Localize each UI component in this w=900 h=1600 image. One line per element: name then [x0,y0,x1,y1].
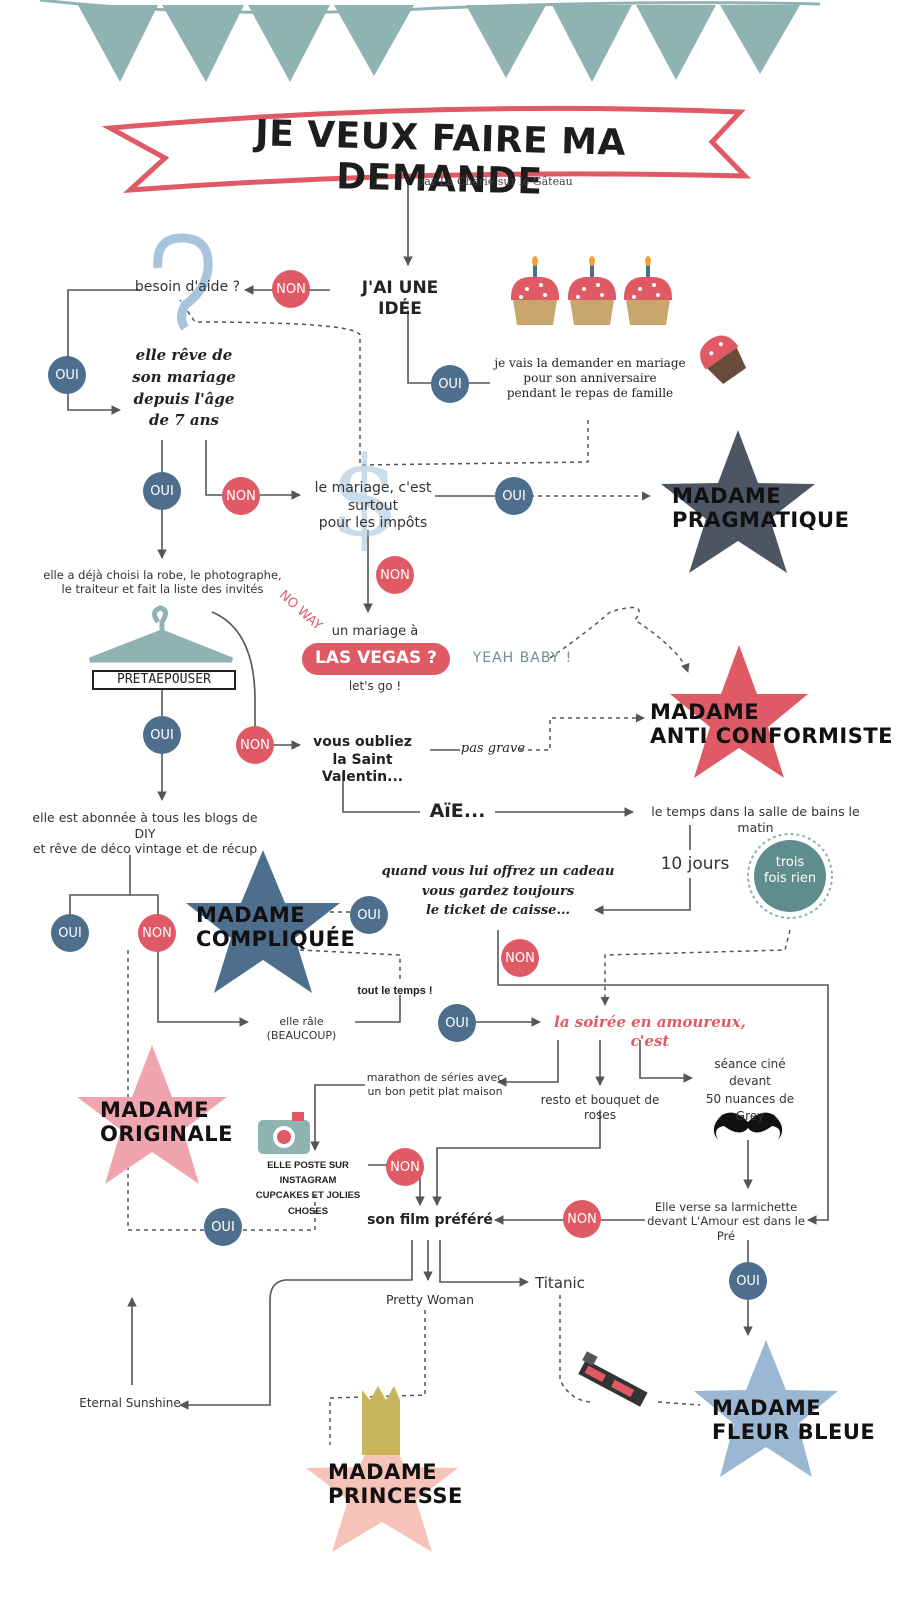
node-soiree: la soirée en amoureux, c'est [554,1013,746,1050]
star-originale [77,1045,227,1184]
cupcake-icon [510,256,747,385]
node-anniversaire: je vais la demander en mariage pour son … [494,356,686,400]
las-vegas-pill [302,643,450,675]
node-film-prefere: son film préféré [367,1212,493,1228]
bunting-flags [39,0,821,82]
oui-pill: OUI [143,472,181,510]
non-pill: NON [376,556,414,594]
camera-icon [258,1112,310,1154]
star-princesse [306,1418,458,1552]
dashed-lines [127,299,791,1445]
question-mark-icon [153,233,213,331]
non-pill: NON [236,726,274,764]
node-seance: séance ciné devant 50 nuances de Grey [705,1057,795,1124]
node-salle-de-bains: le temps dans la salle de bains le matin [651,804,860,835]
star-compliquee [186,850,340,993]
node-las-vegas: LAS VEGAS ? [314,648,438,668]
star-label-originale: MADAME ORIGINALE [100,1098,233,1147]
node-trois-fois-rien: trois fois rien [763,855,817,887]
node-besoin-aide: besoin d'aide ? [134,279,241,295]
star-fleur-bleue [694,1340,838,1477]
oui-pill: OUI [431,365,469,403]
dollar-icon: $ [330,433,400,561]
star-anti-conformiste [670,645,808,778]
node-mariage-a: un mariage à [331,624,419,639]
node-blogs: elle est abonnée à tous les blogs de DIY… [32,810,258,857]
node-resto: resto et bouquet de roses [540,1093,660,1122]
non-pill: NON [138,914,176,952]
title-ribbon [101,105,752,194]
node-instagram: ELLE POSTE SUR INSTAGRAM CUPCAKES ET JOL… [255,1160,361,1217]
star-label-princesse: MADAME PRINCESSE [328,1460,463,1509]
node-saint-valentin: vous oubliez la Saint Valentin... [313,734,412,785]
oui-pill: OUI [495,477,533,515]
oui-pill: OUI [438,1004,476,1042]
non-pill: NON [386,1148,424,1186]
node-robe: elle a déjà choisi la robe, le photograp… [43,568,282,597]
node-pretty-woman: Pretty Woman [385,1292,475,1307]
oui-pill: OUI [51,914,89,952]
trois-fois-rien-badge [747,833,833,919]
hanger-icon [89,605,233,663]
tractor-icon [578,1351,648,1407]
oui-pill: OUI [143,716,181,754]
oui-pill: OUI [48,356,86,394]
star-label-fleur-bleue: MADAME FLEUR BLEUE [712,1396,876,1445]
node-marathon: marathon de séries avec un bon petit pla… [366,1071,504,1098]
star-label-anti-conformiste: MADAME ANTI CONFORMISTE [650,700,893,749]
node-pas-grave: pas grave [460,741,526,756]
node-ticket: quand vous lui offrez un cadeau vous gar… [381,864,615,918]
node-jai-une-idee: J'AI UNE IDÉE [361,278,439,320]
oui-pill: OUI [729,1262,767,1300]
node-lets-go: let's go ! [348,679,402,693]
non-pill: NON [222,477,260,515]
byline: par La Chérie sur le Gâteau [417,175,573,188]
star-label-compliquee: MADAME COMPLIQUÉE [196,903,356,952]
non-pill: NON [563,1200,601,1238]
page-title: JE VEUX FAIRE MA DEMANDE [254,113,627,203]
node-impots: le mariage, c'est surtout pour les impôt… [314,480,432,531]
node-pretaepouser: PRETAEPOUSER [92,670,236,691]
node-titanic: Titanic [535,1274,585,1292]
node-reve-mariage: elle rêve de son mariage depuis l'âge de… [132,346,236,430]
non-pill: NON [272,270,310,308]
non-pill: NON [501,939,539,977]
star-pragmatique [661,430,815,573]
node-yeah-baby: YEAH BABY ! [472,650,573,666]
svg-text:$: $ [330,433,400,561]
star-label-pragmatique: MADAME PRAGMATIQUE [672,484,850,533]
crown-icon [362,1386,400,1455]
node-eternal-sunshine: Eternal Sunshine [79,1396,181,1410]
node-dix-jours: 10 jours [660,854,730,874]
node-elle-rale: elle râle (BEAUCOUP) [266,1015,337,1042]
mustache-icon [713,1112,783,1140]
node-aie: AïE... [429,800,486,822]
node-tout-le-temps: tout le temps ! [357,985,433,997]
oui-pill: OUI [350,896,388,934]
oui-pill: OUI [204,1208,242,1246]
connector-lines [67,185,829,1410]
node-larmichette: Elle verse sa larmichette devant L'Amour… [647,1200,805,1243]
